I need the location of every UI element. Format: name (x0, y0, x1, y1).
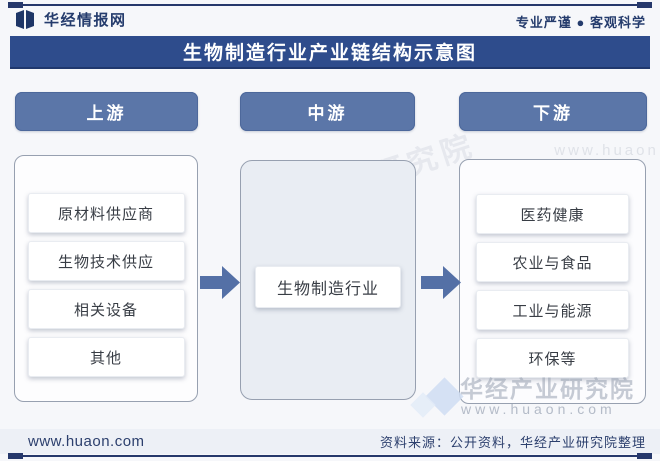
top-rule-left-cap (8, 2, 23, 8)
brand-tagline: 专业严谨 ● 客观科学 (515, 15, 646, 30)
diagram-title: 生物制造行业产业链结构示意图 (10, 36, 650, 69)
list-item: 医药健康 (476, 194, 629, 234)
panel-upstream: 原材料供应商 生物技术供应 相关设备 其他 (14, 155, 198, 402)
panel-downstream: 医药健康 农业与食品 工业与能源 环保等 (459, 159, 646, 404)
list-item: 生物技术供应 (27, 241, 185, 281)
bottom-rule-right-cap (637, 453, 652, 459)
watermark-diamond (425, 377, 464, 416)
arrow-right-icon (200, 266, 240, 299)
column-header-upstream: 上游 (15, 92, 198, 131)
column-header-downstream: 下游 (459, 92, 647, 131)
footer-bar: www.huaon.com 资料来源：公开资料，华经产业研究院整理 (0, 429, 660, 454)
list-item: 相关设备 (27, 289, 185, 329)
list-item: 农业与食品 (476, 242, 629, 282)
watermark-diamond-small (410, 392, 436, 418)
arrow-right-icon (421, 266, 461, 299)
bottom-rule-left-cap (8, 453, 23, 459)
downstream-items: 医药健康 农业与食品 工业与能源 环保等 (460, 160, 645, 403)
column-header-midstream: 中游 (240, 92, 415, 131)
list-item: 原材料供应商 (27, 193, 185, 233)
top-rule (8, 4, 652, 6)
list-item: 其他 (27, 337, 185, 377)
list-item: 工业与能源 (476, 290, 629, 330)
upstream-items: 原材料供应商 生物技术供应 相关设备 其他 (15, 156, 197, 401)
bottom-rule (8, 455, 652, 457)
top-rule-right-cap (637, 2, 652, 8)
list-item: 环保等 (476, 338, 629, 378)
huajing-logo-icon (16, 10, 37, 29)
brand-header: 华经情报网 (16, 9, 127, 30)
panel-midstream: 生物制造行业 (240, 160, 416, 400)
list-item: 生物制造行业 (255, 266, 401, 308)
footer-source-note: 资料来源：公开资料，华经产业研究院整理 (379, 435, 646, 450)
watermark-top-right: www.huaon. (554, 142, 660, 159)
footer-site-url: www.huaon.com (28, 433, 145, 450)
brand-name: 华经情报网 (44, 12, 127, 29)
